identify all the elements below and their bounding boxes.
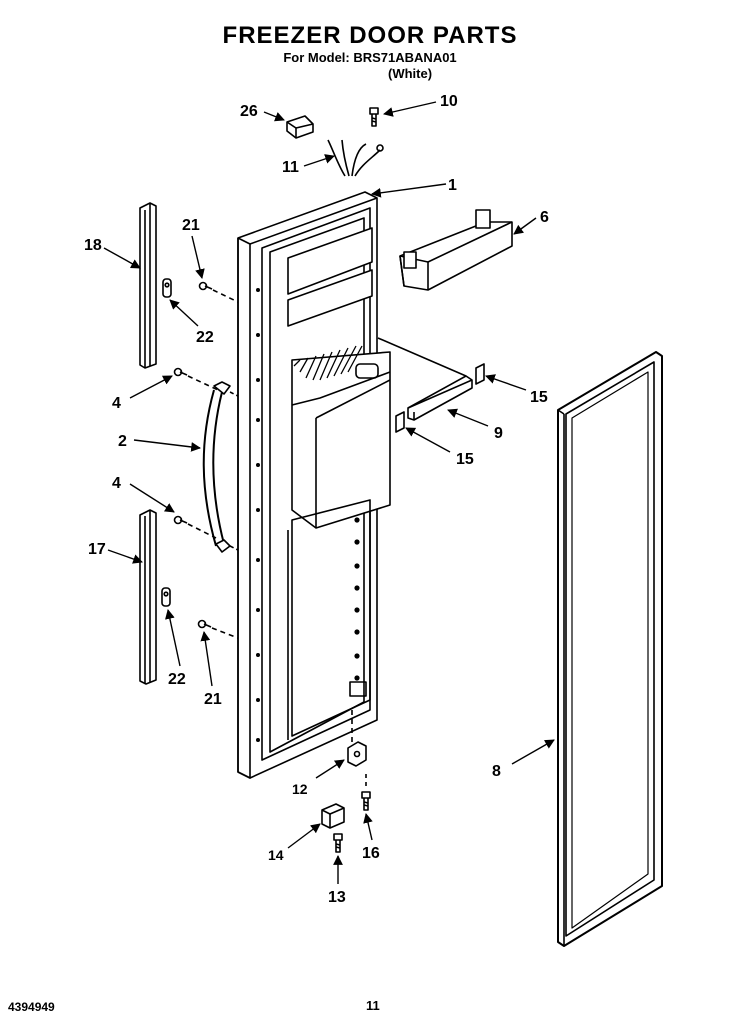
freezer-door-panel xyxy=(237,191,391,779)
screw-part-10 xyxy=(369,107,379,127)
callout-10: 10 xyxy=(440,93,458,110)
leader-15-lower xyxy=(405,427,451,453)
leader-14 xyxy=(287,823,321,849)
callout-15-lower: 15 xyxy=(456,451,474,468)
callout-18: 18 xyxy=(84,237,102,254)
callout-8: 8 xyxy=(492,763,501,780)
leader-17 xyxy=(107,549,143,564)
callout-15-upper: 15 xyxy=(530,389,548,406)
door-shelf-part-6 xyxy=(399,209,513,291)
screw-part-21-upper xyxy=(198,281,239,303)
callout-1: 1 xyxy=(448,177,457,194)
model-line: For Model: BRS71ABANA01 xyxy=(283,50,457,65)
leader-11 xyxy=(303,154,335,167)
leader-15-upper xyxy=(485,374,527,391)
end-cap-part-15-lower xyxy=(395,411,405,433)
leader-9 xyxy=(447,408,489,427)
screw-part-4-upper xyxy=(173,367,219,391)
trim-strip-part-18 xyxy=(139,202,157,369)
door-gasket-part-8 xyxy=(557,351,663,947)
screw-part-16 xyxy=(361,774,371,811)
hinge-bracket-part-12 xyxy=(347,710,367,767)
clip-part-22-upper xyxy=(162,278,172,298)
page-number: 11 xyxy=(366,998,380,1013)
leader-22-lower xyxy=(165,609,181,667)
callout-12: 12 xyxy=(292,781,308,797)
callout-4-lower: 4 xyxy=(112,475,121,492)
callout-11: 11 xyxy=(282,159,299,176)
leader-21-upper xyxy=(191,235,205,279)
callout-22-lower: 22 xyxy=(168,671,186,688)
leader-2 xyxy=(133,439,201,452)
leader-16 xyxy=(363,813,373,841)
callout-13: 13 xyxy=(328,889,346,906)
callout-26: 26 xyxy=(240,103,258,120)
callout-6: 6 xyxy=(540,209,549,226)
color-line: (White) xyxy=(388,66,433,81)
callout-21-lower: 21 xyxy=(204,691,222,708)
callout-17: 17 xyxy=(88,541,106,558)
callout-4-upper: 4 xyxy=(112,395,121,412)
page-title: FREEZER DOOR PARTS xyxy=(222,22,518,49)
hinge-block-part-14 xyxy=(321,803,345,829)
leader-10 xyxy=(383,101,437,117)
leader-26 xyxy=(263,111,285,122)
callout-14: 14 xyxy=(268,847,284,863)
callout-22-upper: 22 xyxy=(196,329,214,346)
callout-9: 9 xyxy=(494,425,503,442)
callout-2: 2 xyxy=(118,433,127,450)
screw-part-13 xyxy=(333,833,343,853)
leader-4-lower xyxy=(129,483,175,513)
trim-strip-part-17 xyxy=(139,509,157,685)
leader-22-upper xyxy=(169,299,199,327)
leader-21-lower xyxy=(200,631,213,687)
end-cap-part-15-upper xyxy=(475,363,485,385)
clip-part-22-lower xyxy=(161,587,171,607)
screw-part-21-lower xyxy=(197,619,239,639)
leader-12 xyxy=(315,759,345,779)
leader-8 xyxy=(511,739,555,765)
connector-part-26 xyxy=(286,115,314,139)
bracket-part-9 xyxy=(377,337,473,421)
callout-21-upper: 21 xyxy=(182,217,200,234)
leader-1 xyxy=(371,183,447,198)
callout-16: 16 xyxy=(362,845,380,862)
screw-part-4-lower xyxy=(173,515,217,539)
document-number: 4394949 xyxy=(8,1000,55,1014)
leader-6 xyxy=(513,217,537,235)
leader-4-upper xyxy=(129,375,173,399)
wire-harness-part-11 xyxy=(327,139,384,177)
handle-part-2 xyxy=(202,381,239,553)
leader-18 xyxy=(103,247,141,269)
